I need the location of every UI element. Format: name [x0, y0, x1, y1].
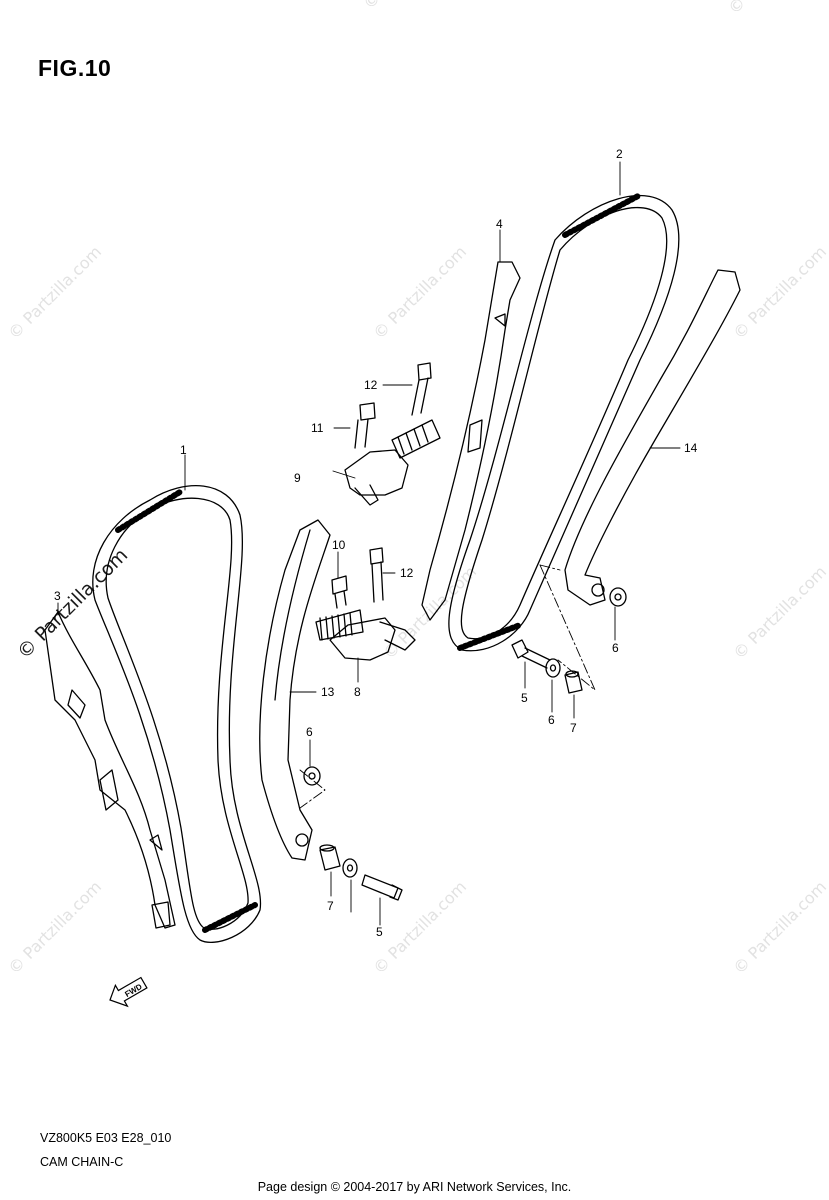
- washer-6-right: [545, 658, 561, 678]
- washer-6-left-upper: [303, 766, 321, 786]
- leader-lines: [57, 161, 681, 926]
- bolt-10: [331, 575, 348, 609]
- callout-7-right: 7: [570, 721, 577, 735]
- washer-6-left: [342, 858, 358, 878]
- callout-6-right-upper: 6: [612, 641, 619, 655]
- callout-12-upper: 12: [364, 378, 378, 392]
- cam-chain-guide-14: [564, 269, 741, 606]
- bolt-12-upper: [411, 362, 432, 416]
- callout-14: 14: [684, 441, 698, 455]
- callout-9: 9: [294, 471, 301, 485]
- watermark-layer: © Partzilla.com © Partzilla.com © Partzi…: [4, 0, 829, 978]
- figure-title: FIG.10: [38, 55, 112, 81]
- watermark-3: © Partzilla.com: [729, 242, 829, 343]
- watermark-7: © Partzilla.com: [369, 877, 470, 978]
- collar-7-left: [319, 844, 341, 871]
- watermark-6: © Partzilla.com: [4, 877, 105, 978]
- callout-12-lower: 12: [400, 566, 414, 580]
- callout-5-left: 5: [376, 925, 383, 939]
- callout-labels: 1 2 3 4 5 5 6 6 6 7 7 8 9 10 11 12 12 13…: [54, 147, 698, 939]
- callout-2: 2: [616, 147, 623, 161]
- callout-6-left-upper: 6: [306, 725, 313, 739]
- callout-4: 4: [496, 217, 503, 231]
- bolt-5-right: [511, 639, 551, 669]
- cam-chain-rear: [448, 192, 680, 652]
- watermark-8: © Partzilla.com: [729, 877, 829, 978]
- model-code: VZ800K5 E03 E28_010: [40, 1131, 172, 1145]
- callout-1: 1: [180, 443, 187, 457]
- callout-8: 8: [354, 685, 361, 699]
- callout-10: 10: [332, 538, 346, 552]
- cam-chain-guide-4: [421, 261, 521, 621]
- callout-13: 13: [321, 685, 335, 699]
- watermark-9: © Partzilla.com: [729, 562, 829, 663]
- watermark-2: © Partzilla.com: [369, 242, 470, 343]
- callout-11: 11: [311, 421, 324, 435]
- callout-7-left: 7: [327, 899, 334, 913]
- assembly-lines: [299, 564, 596, 809]
- callout-6-right: 6: [548, 713, 555, 727]
- cam-chain-guide-13: [259, 519, 331, 861]
- watermark-5: © Partzilla.com: [724, 0, 825, 18]
- bolt-11: [354, 402, 376, 449]
- page-name: CAM CHAIN-C: [40, 1155, 124, 1169]
- watermark-1: © Partzilla.com: [4, 242, 105, 343]
- callout-5-right: 5: [521, 691, 528, 705]
- cam-chain-guide-3: [44, 611, 176, 929]
- washer-6-right-upper: [609, 587, 627, 607]
- cam-chain-tensioner-9: [344, 419, 441, 506]
- bolt-12-lower: [369, 547, 384, 603]
- fwd-direction-arrow: FWD: [109, 976, 148, 1008]
- callout-3: 3: [54, 589, 61, 603]
- cam-chain-tensioner-8: [315, 609, 416, 661]
- collar-7-right: [564, 670, 583, 694]
- cam-chain-front: [92, 485, 262, 943]
- watermark-4: © Partzilla.com: [359, 0, 460, 13]
- footer-credit: Page design © 2004-2017 by ARI Network S…: [257, 1180, 572, 1194]
- bolt-5-left: [361, 874, 403, 901]
